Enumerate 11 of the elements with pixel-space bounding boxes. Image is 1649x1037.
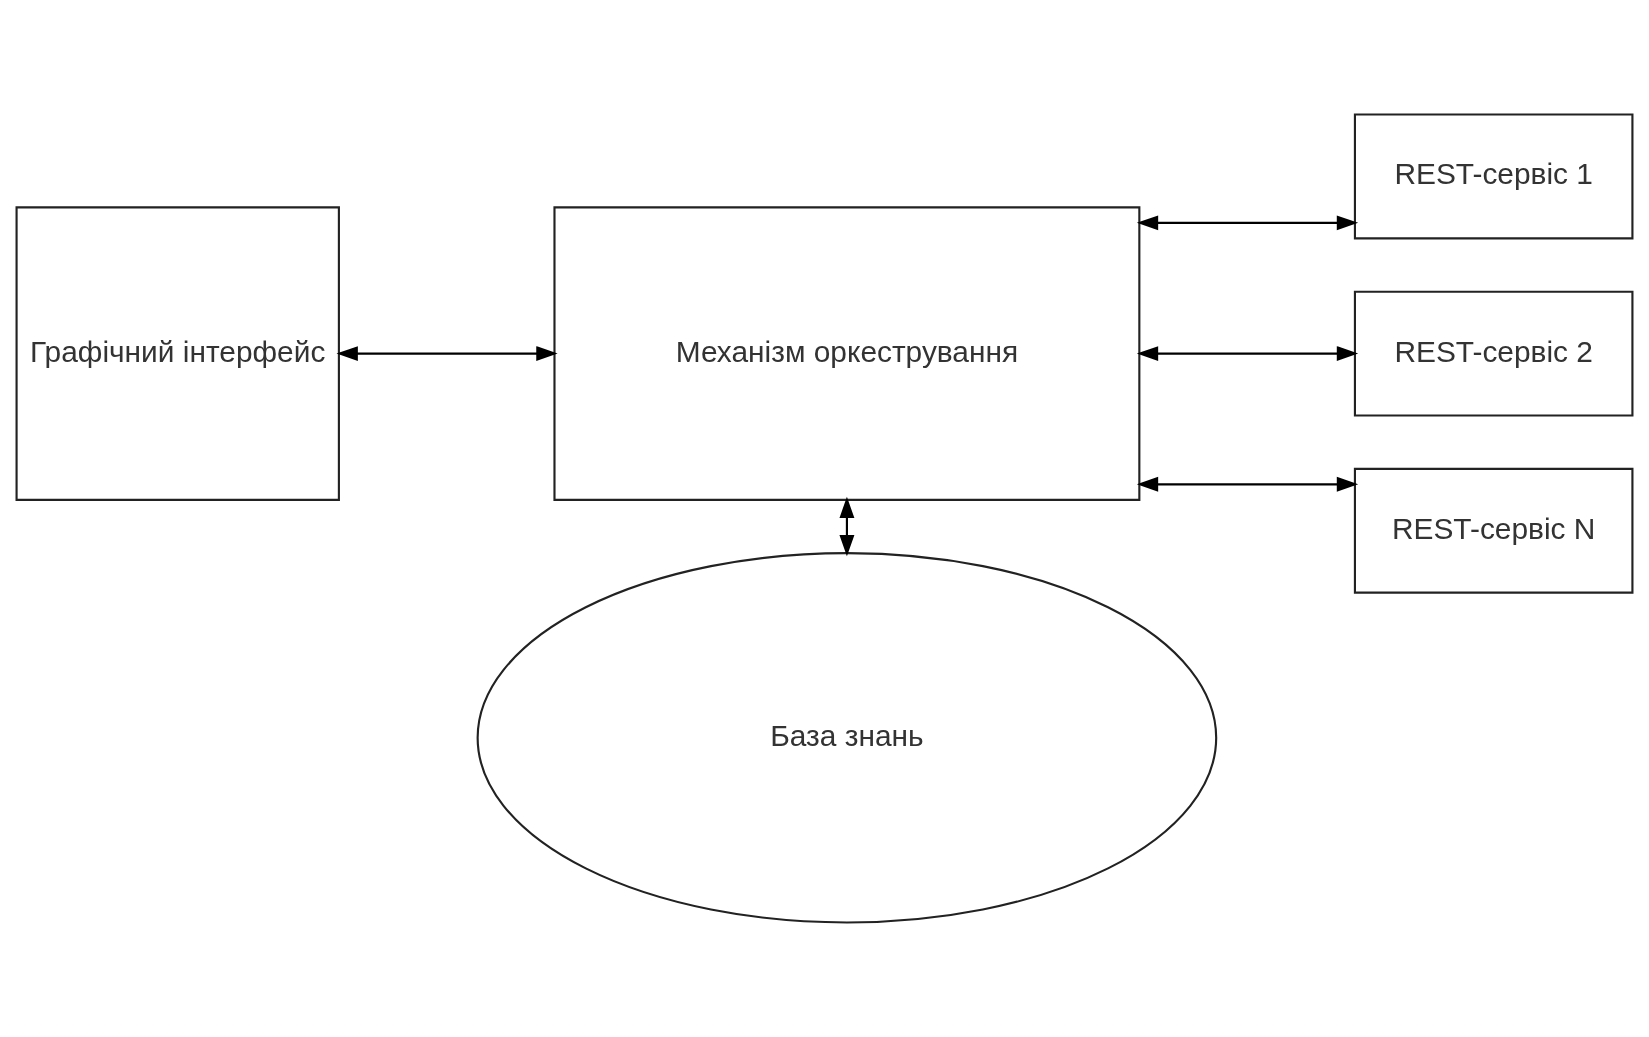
arrow (1136, 215, 1359, 231)
node-box: REST-сервіс 1 (1353, 113, 1634, 240)
node-box: Графічний інтерфейс (15, 206, 340, 501)
arrow (336, 346, 558, 362)
arrow (1136, 346, 1359, 362)
node-ellipse: База знань (476, 552, 1218, 924)
arrow (1136, 476, 1359, 492)
node-box: REST-сервіс N (1353, 467, 1634, 594)
arrow (839, 496, 855, 557)
node-box: Механізм оркестрування (553, 206, 1141, 501)
node-box: REST-сервіс 2 (1353, 290, 1634, 417)
